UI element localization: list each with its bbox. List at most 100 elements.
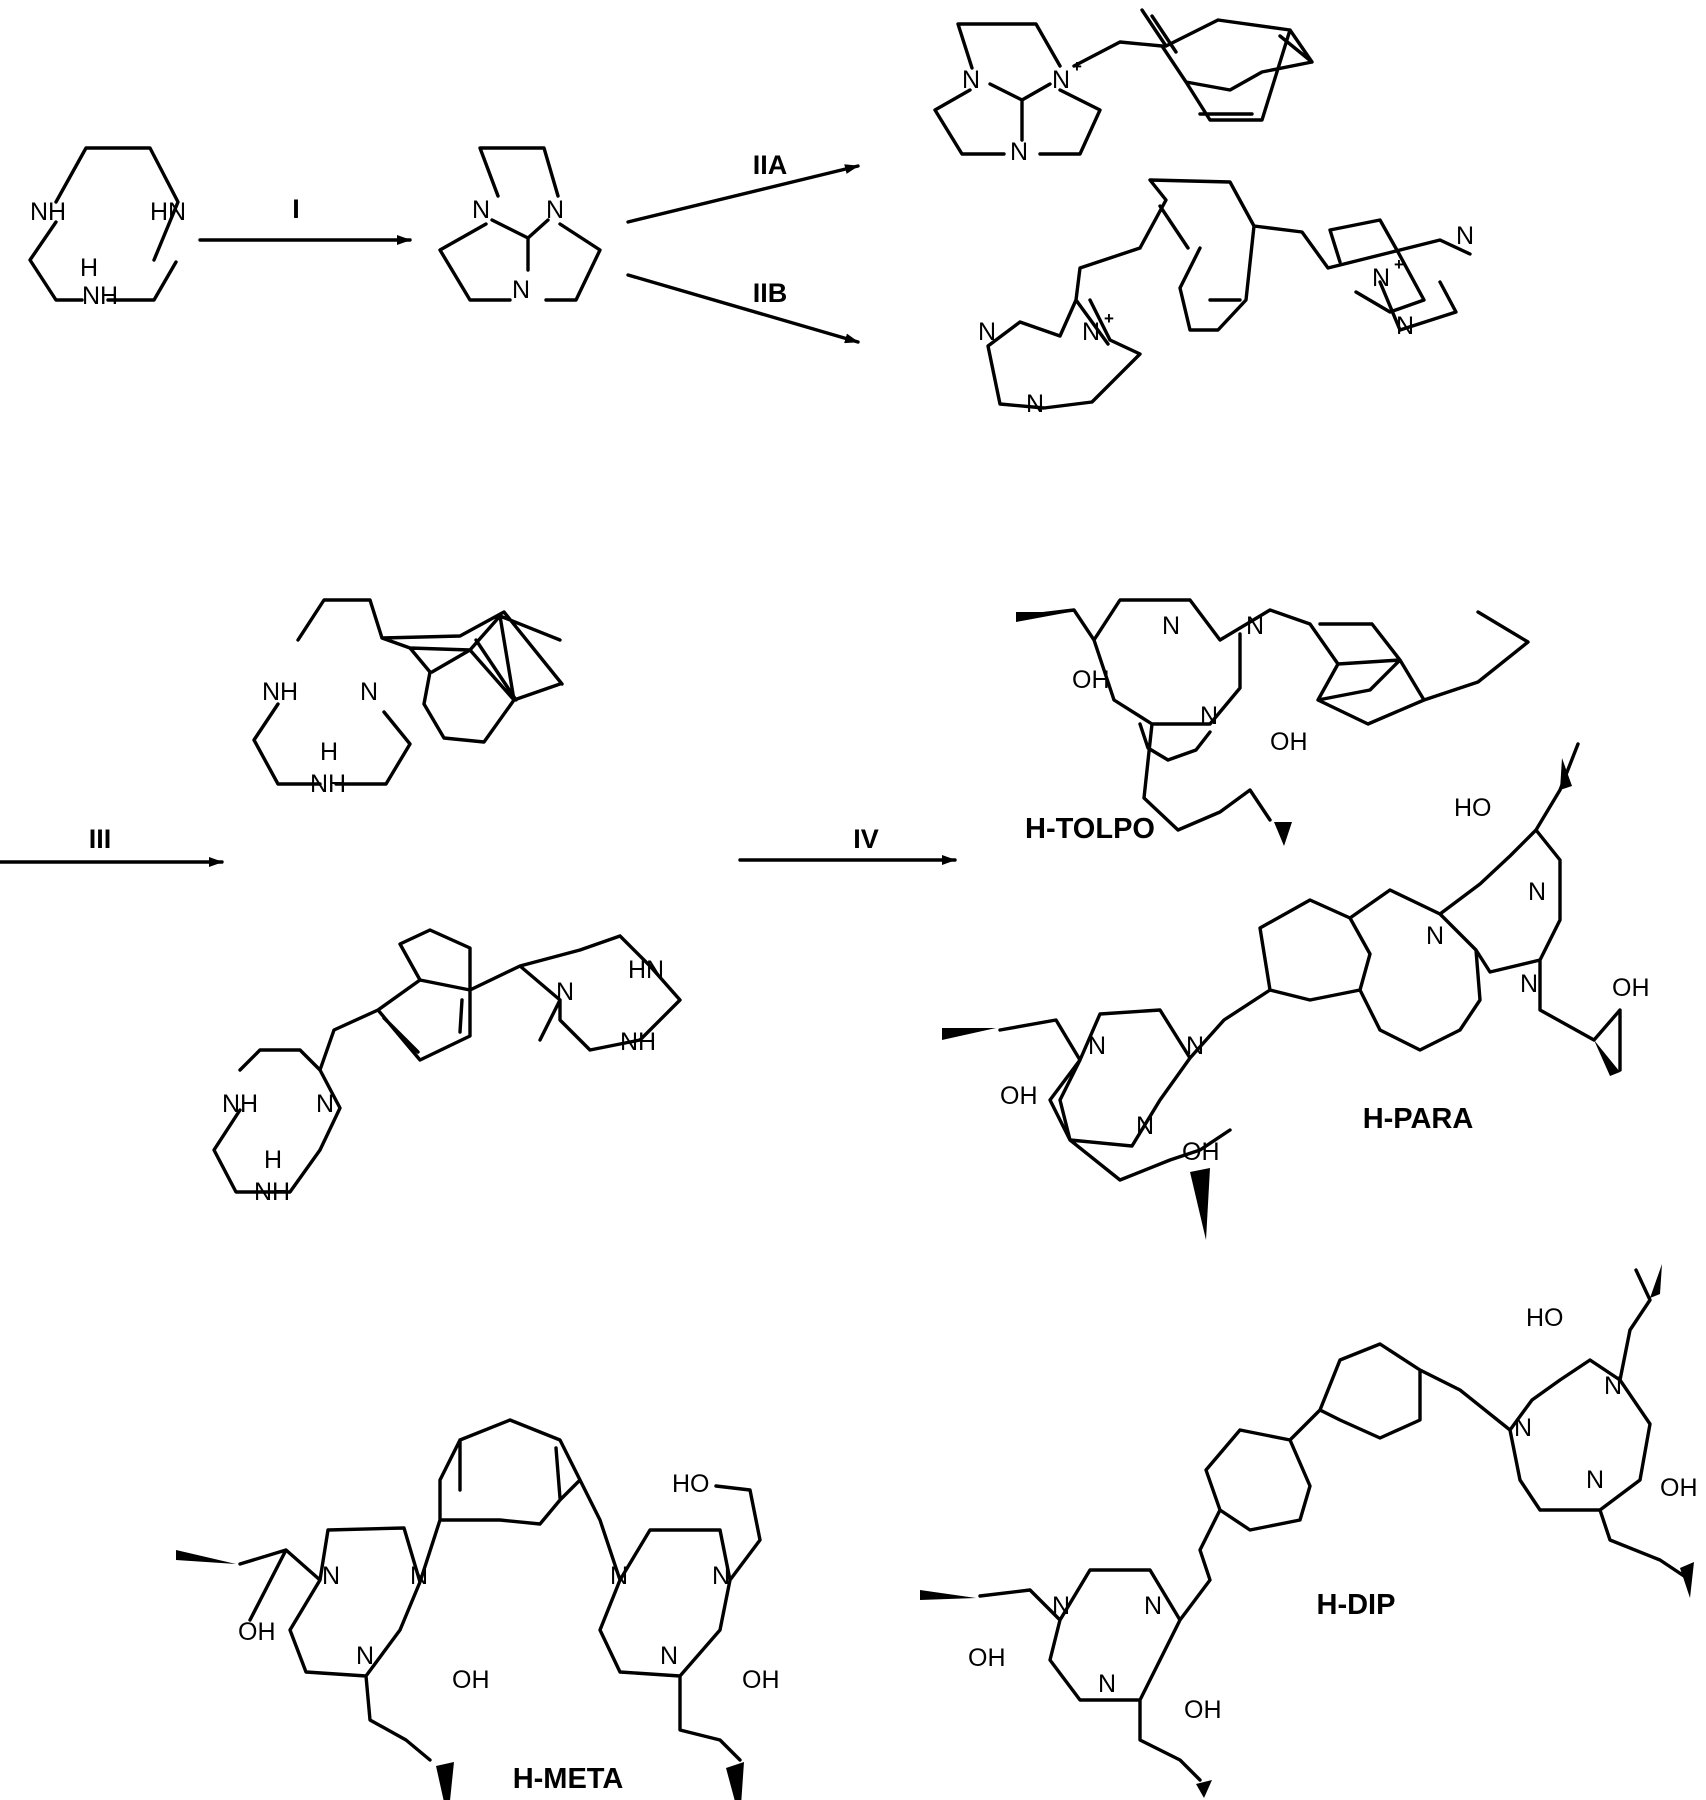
label-h-dip: H-DIP	[1317, 1589, 1396, 1621]
atom-label-n: N	[1098, 1670, 1116, 1698]
atom-label-plus: +	[1104, 309, 1114, 328]
atom-label-n: N	[1528, 878, 1546, 906]
atom-label-n: N	[1372, 264, 1390, 292]
label-h-para: H-PARA	[1363, 1103, 1474, 1135]
atom-label-plus: +	[1072, 57, 1082, 76]
wedge-bond	[1594, 1040, 1620, 1076]
atom-label-oh: OH	[1184, 1696, 1222, 1724]
orthoamide-molecule: N N N	[438, 146, 602, 304]
atom-label-oh: OH	[1182, 1138, 1220, 1166]
atom-label-nh: NH	[82, 282, 118, 310]
arrow-step-iib	[626, 273, 860, 344]
bond-skeleton	[252, 598, 564, 786]
atom-label-n: N	[1200, 702, 1218, 730]
atom-label-oh: OH	[968, 1644, 1006, 1672]
bond-skeleton	[1022, 598, 1530, 832]
atom-label-h: H	[80, 254, 98, 282]
step-label-iv: IV	[853, 824, 879, 854]
atom-label-n: N	[1010, 138, 1028, 166]
step-label-iib: IIB	[753, 278, 788, 308]
h-dip-molecule: OH N N N OH N N N HO OH H-DIP	[920, 1264, 1698, 1798]
atom-label-n: N	[660, 1642, 678, 1670]
atom-label-oh: OH	[1612, 974, 1650, 1002]
atom-label-n: N	[1088, 1032, 1106, 1060]
wedge-bond	[1274, 822, 1292, 846]
bond-skeleton	[986, 178, 1472, 410]
atom-label-n: N	[316, 1090, 334, 1118]
atom-label-n: N	[1396, 312, 1414, 340]
wedge-bond	[1680, 1562, 1694, 1598]
atom-label-ho: HO	[1526, 1304, 1564, 1332]
h-meta-molecule: OH N N N OH N N N HO OH H-META	[176, 1418, 780, 1800]
wedge-bond	[1016, 612, 1070, 622]
atom-label-oh: OH	[1660, 1474, 1698, 1502]
atom-label-n: N	[356, 1642, 374, 1670]
atom-label-h: H	[320, 738, 338, 766]
atom-label-n: N	[978, 318, 996, 346]
atom-label-n: N	[610, 1562, 628, 1590]
wedge-bond	[176, 1550, 236, 1564]
wedge-bond	[1560, 758, 1572, 790]
h-tolpo-molecule: OH N N N OH H-TOLPO	[1016, 598, 1530, 846]
atom-label-n: N	[1186, 1032, 1204, 1060]
atom-label-n: N	[546, 196, 564, 224]
atom-label-n: N	[1052, 66, 1070, 94]
atom-label-ho: HO	[672, 1470, 710, 1498]
atom-label-n: N	[1136, 1112, 1154, 1140]
wedge-bond	[942, 1028, 996, 1040]
wedge-bond	[726, 1762, 744, 1800]
atom-label-n: N	[1604, 1372, 1622, 1400]
atom-label-n: N	[1082, 318, 1100, 346]
atom-label-h: H	[264, 1146, 282, 1174]
label-h-tolpo: H-TOLPO	[1025, 813, 1155, 845]
atom-label-n: N	[360, 678, 378, 706]
label-h-meta: H-META	[513, 1763, 624, 1795]
atom-label-n: N	[1456, 222, 1474, 250]
atom-label-n: N	[1052, 1592, 1070, 1620]
atom-label-oh: OH	[238, 1618, 276, 1646]
atom-label-n: N	[1426, 922, 1444, 950]
step-labels: I IIA IIB III IV	[89, 150, 879, 854]
atom-label-n: N	[512, 276, 530, 304]
bond-skeleton	[978, 1268, 1692, 1782]
bond-skeleton	[238, 1418, 762, 1762]
atom-label-n: N	[1144, 1592, 1162, 1620]
atom-label-n: N	[1520, 970, 1538, 998]
atom-label-nh: NH	[30, 198, 66, 226]
atom-label-oh: OH	[1072, 666, 1110, 694]
atom-label-ho: HO	[1454, 794, 1492, 822]
atom-label-n: N	[1162, 612, 1180, 640]
bis-tacn-xylylene: NH N H NH N HN NH	[212, 928, 682, 1206]
atom-label-hn: HN	[628, 956, 664, 984]
wedge-bond	[1196, 1780, 1212, 1798]
bond-skeleton	[998, 742, 1622, 1182]
h-para-molecule: OH N N N OH N N N HO OH H-PARA	[942, 742, 1650, 1240]
atom-label-n: N	[472, 196, 490, 224]
step-label-iia: IIA	[753, 150, 788, 180]
atom-label-nh: NH	[620, 1028, 656, 1056]
wedge-bond	[920, 1590, 976, 1600]
iia-product: N N + N	[933, 8, 1314, 166]
atom-label-oh: OH	[742, 1666, 780, 1694]
bond-skeleton	[28, 146, 180, 302]
atom-label-hn: HN	[150, 198, 186, 226]
wedge-bond	[1190, 1168, 1210, 1240]
wedge-bond	[1650, 1264, 1662, 1298]
step-label-i: I	[292, 194, 300, 224]
atom-label-n: N	[322, 1562, 340, 1590]
atom-label-oh: OH	[452, 1666, 490, 1694]
atom-label-n: N	[1246, 612, 1264, 640]
mono-benzyl-tacn: NH N H NH	[252, 598, 564, 798]
atom-label-nh: NH	[262, 678, 298, 706]
atom-label-oh: OH	[1000, 1082, 1038, 1110]
atom-label-nh: NH	[222, 1090, 258, 1118]
step-label-iii: III	[89, 824, 112, 854]
bond-skeleton	[212, 928, 682, 1194]
atom-label-nh: NH	[310, 770, 346, 798]
arrow-step-iia	[626, 164, 860, 224]
iib-product: N + N N N N + N	[978, 178, 1474, 418]
atom-label-nh: NH	[254, 1178, 290, 1206]
atom-label-n: N	[712, 1562, 730, 1590]
